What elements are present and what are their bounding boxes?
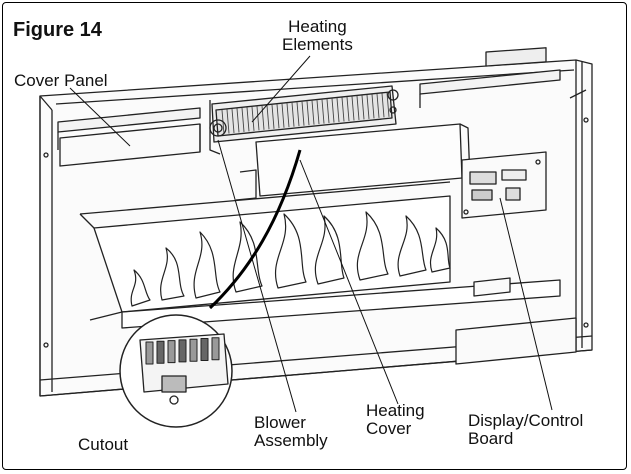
ember-tray <box>89 279 561 329</box>
switch-bank <box>485 47 547 67</box>
heating-element <box>209 85 399 155</box>
callout-heating-cover-line2: Cover <box>366 419 412 438</box>
top-rail <box>57 69 561 150</box>
callout-heating-cover: Heating Cover <box>366 402 425 438</box>
callout-blower-assembly: Blower Assembly <box>254 414 328 450</box>
cutout-detail <box>119 314 233 428</box>
display-control-board <box>461 151 547 219</box>
callout-heating-cover-line1: Heating <box>366 401 425 420</box>
back-panel <box>79 181 451 313</box>
callout-heating-elements-line1: Heating <box>288 17 347 36</box>
callout-cover-panel: Cover Panel <box>14 71 108 90</box>
flame-effect <box>130 211 451 307</box>
bottom-trim <box>455 277 577 365</box>
callout-heating-elements: Heating Elements <box>282 18 353 54</box>
figure-border <box>2 2 627 470</box>
callout-cutout: Cutout <box>78 435 129 454</box>
callout-display-control-board-line2: Board <box>468 429 514 448</box>
callout-display-control-board: Display/Control Board <box>468 412 583 448</box>
callout-blower-assembly-line1: Blower <box>254 413 306 432</box>
figure-title: Figure 14 <box>13 19 102 41</box>
callout-display-control-board-line1: Display/Control <box>468 411 584 430</box>
cover-panel <box>59 123 201 167</box>
leader-lines <box>69 55 553 413</box>
callout-blower-assembly-line2: Assembly <box>254 431 328 450</box>
callout-heating-elements-line2: Elements <box>282 35 353 54</box>
